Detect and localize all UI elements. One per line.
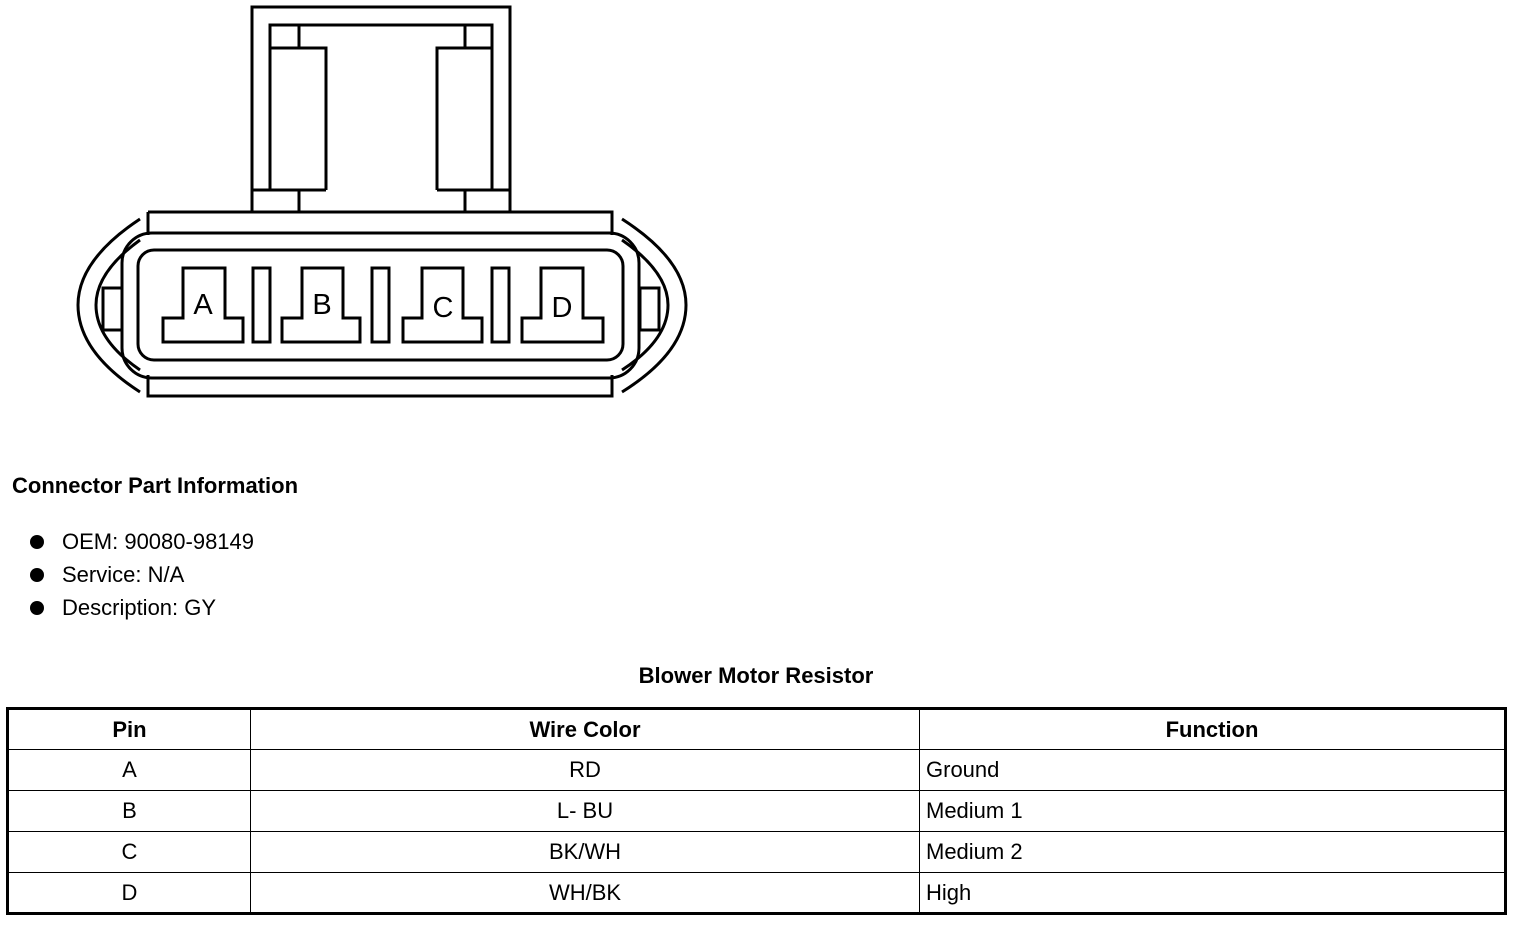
pin-label-c: C: [433, 292, 454, 324]
cavity-divider: [490, 266, 511, 344]
table-title: Blower Motor Resistor: [638, 663, 874, 688]
pinout-table: Pin Wire Color Function A RD Ground B L-…: [6, 707, 1507, 915]
pin-label-b: B: [312, 289, 331, 321]
pin-cavity-d: [520, 266, 605, 344]
pin-cavity-a: [161, 266, 245, 344]
pin-cavity-c: [401, 266, 484, 344]
header-pin: Pin: [7, 708, 251, 750]
part-info-service-text: Service: N/A: [62, 562, 185, 587]
cell-wire-color: BK/WH: [250, 831, 920, 873]
cell-pin: D: [7, 872, 251, 914]
connector-face-diagram: A B C D: [76, 5, 688, 398]
cavity-divider: [251, 266, 272, 344]
cell-function: High: [919, 872, 1506, 914]
table-row: C BK/WH Medium 2: [7, 831, 1506, 873]
bullet-icon: [30, 568, 44, 582]
pin-label-a: A: [193, 289, 213, 321]
cell-pin: B: [7, 790, 251, 832]
cell-function: Medium 1: [919, 790, 1506, 832]
cell-wire-color: L- BU: [250, 790, 920, 832]
cell-wire-color: RD: [250, 749, 920, 791]
part-info-oem-text: OEM: 90080-98149: [62, 529, 255, 554]
cell-pin: C: [7, 831, 251, 873]
cell-pin: A: [7, 749, 251, 791]
pin-label-d: D: [552, 292, 573, 324]
part-info-heading: Connector Part Information: [12, 473, 299, 498]
part-info-item-oem: OEM: 90080-98149: [26, 527, 254, 560]
table-row: A RD Ground: [7, 749, 1506, 791]
bullet-icon: [30, 601, 44, 615]
part-info-item-service: Service: N/A: [26, 560, 254, 593]
connector-right-latch: [621, 217, 688, 394]
table-row: D WH/BK High: [7, 872, 1506, 914]
bullet-icon: [30, 535, 44, 549]
header-function: Function: [919, 708, 1506, 750]
cell-wire-color: WH/BK: [250, 872, 920, 914]
part-info-item-description: Description: GY: [26, 593, 254, 626]
header-wire-color: Wire Color: [250, 708, 920, 750]
part-info-description-text: Description: GY: [62, 595, 217, 620]
connector-left-latch: [76, 217, 141, 394]
cavity-divider: [370, 266, 391, 344]
table-header-row: Pin Wire Color Function: [7, 708, 1506, 750]
cell-function: Ground: [919, 749, 1506, 791]
table-row: B L- BU Medium 1: [7, 790, 1506, 832]
cell-function: Medium 2: [919, 831, 1506, 873]
part-info-list: OEM: 90080-98149 Service: N/A Descriptio…: [26, 527, 254, 626]
connector-lock-tab: [250, 5, 512, 212]
pin-cavity-b: [280, 266, 362, 344]
